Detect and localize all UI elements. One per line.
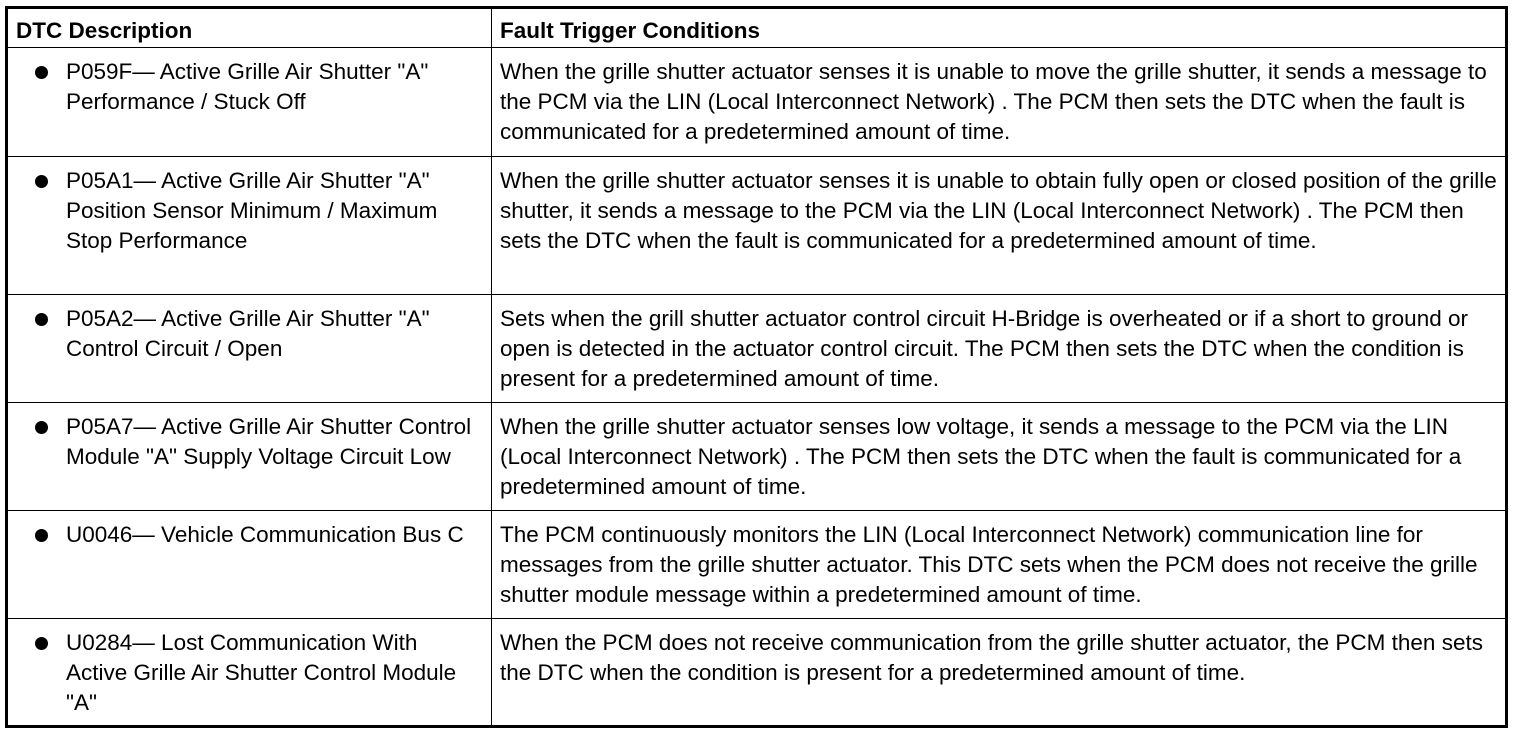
bullet-icon xyxy=(35,313,48,326)
fault-trigger-conditions-cell: The PCM continuously monitors the LIN (L… xyxy=(491,510,1507,619)
fault-trigger-conditions-cell: When the grille shutter actuator senses … xyxy=(491,47,1507,157)
table-row: P059F— Active Grille Air Shutter "A" Per… xyxy=(6,47,1507,157)
fault-trigger-conditions-cell: When the grille shutter actuator senses … xyxy=(491,156,1507,295)
bullet-icon xyxy=(35,529,48,542)
dtc-description: P05A2— Active Grille Air Shutter "A" Con… xyxy=(66,306,430,361)
table-row: P05A7— Active Grille Air Shutter Control… xyxy=(6,402,1507,511)
table-body: P059F— Active Grille Air Shutter "A" Per… xyxy=(6,47,1507,727)
dtc-description-cell: P05A7— Active Grille Air Shutter Control… xyxy=(6,402,492,511)
dtc-description: U0046— Vehicle Communication Bus C xyxy=(66,522,464,547)
dtc-description: P05A7— Active Grille Air Shutter Control… xyxy=(66,414,472,469)
dtc-description: P059F— Active Grille Air Shutter "A" Per… xyxy=(66,59,429,114)
header-row: DTC Description Fault Trigger Conditions xyxy=(6,7,1507,48)
table-row: P05A1— Active Grille Air Shutter "A" Pos… xyxy=(6,156,1507,295)
fault-trigger-conditions-cell: Sets when the grill shutter actuator con… xyxy=(491,294,1507,403)
table-row: U0284— Lost Communication With Active Gr… xyxy=(6,618,1507,727)
dtc-description: U0284— Lost Communication With Active Gr… xyxy=(66,630,457,715)
table-row: P05A2— Active Grille Air Shutter "A" Con… xyxy=(6,294,1507,403)
dtc-description: P05A1— Active Grille Air Shutter "A" Pos… xyxy=(66,168,438,253)
header-fault-trigger-conditions: Fault Trigger Conditions xyxy=(491,7,1507,48)
fault-trigger-conditions-cell: When the PCM does not receive communicat… xyxy=(491,618,1507,727)
bullet-icon xyxy=(35,175,48,188)
bullet-icon xyxy=(35,66,48,79)
table-header: DTC Description Fault Trigger Conditions xyxy=(6,7,1507,48)
dtc-description-cell: P05A2— Active Grille Air Shutter "A" Con… xyxy=(6,294,492,403)
dtc-description-cell: P059F— Active Grille Air Shutter "A" Per… xyxy=(6,47,492,157)
dtc-description-cell: U0046— Vehicle Communication Bus C xyxy=(6,510,492,619)
fault-trigger-conditions-cell: When the grille shutter actuator senses … xyxy=(491,402,1507,511)
dtc-description-cell: U0284— Lost Communication With Active Gr… xyxy=(6,618,492,727)
header-dtc-description: DTC Description xyxy=(6,7,492,48)
dtc-description-cell: P05A1— Active Grille Air Shutter "A" Pos… xyxy=(6,156,492,295)
bullet-icon xyxy=(35,421,48,434)
table-row: U0046— Vehicle Communication Bus C The P… xyxy=(6,510,1507,619)
bullet-icon xyxy=(35,637,48,650)
dtc-table: DTC Description Fault Trigger Conditions… xyxy=(5,6,1508,728)
